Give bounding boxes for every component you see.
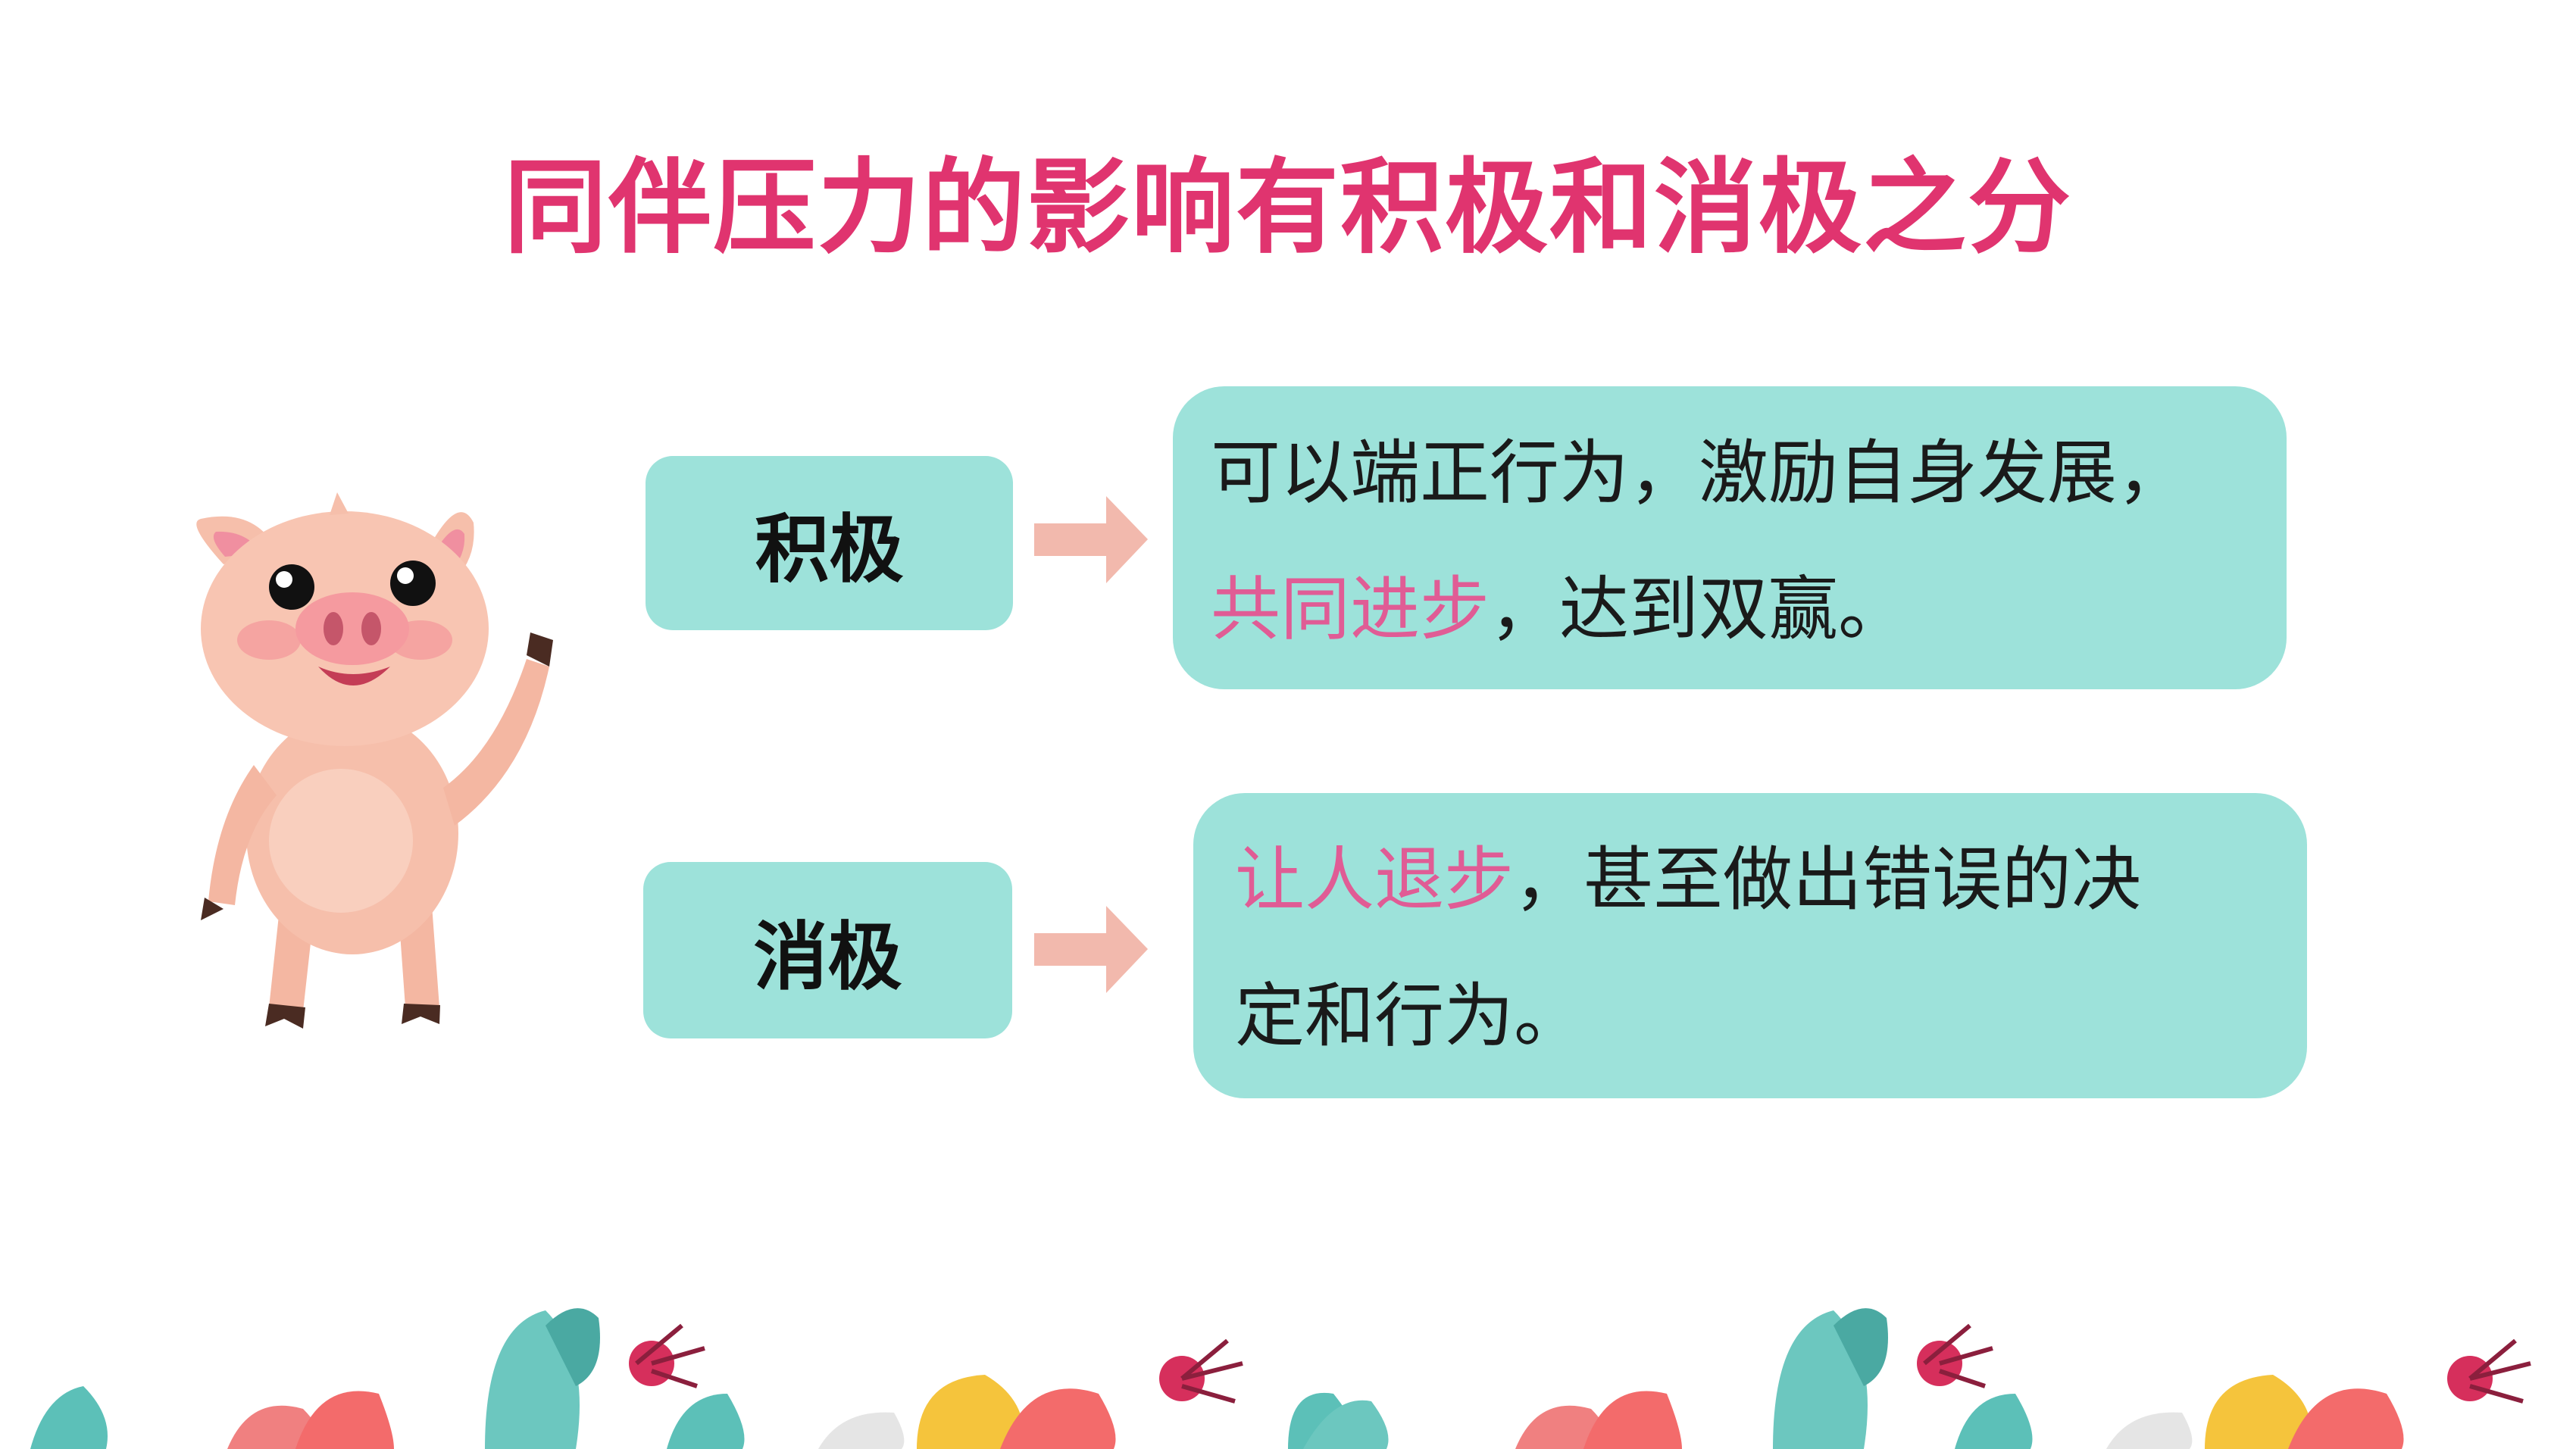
positive-description-box: 可以端正行为，激励自身发展， 共同进步，达到双赢。 <box>1173 386 2287 689</box>
positive-description-rest: ，达到双赢。 <box>1490 569 1909 650</box>
right-arrow-icon <box>1034 906 1148 993</box>
flower-border-decoration <box>30 1308 2531 1449</box>
negative-description-line1: 让人退步，甚至做出错误的决 <box>1235 812 2277 948</box>
positive-description-line2: 共同进步，达到双赢。 <box>1211 542 2256 678</box>
pig-mascot-illustration <box>196 492 553 1029</box>
right-arrow-icon <box>1034 496 1148 583</box>
positive-highlight: 共同进步 <box>1211 569 1490 650</box>
page-title: 同伴压力的影响有积极和消极之分 <box>504 148 2072 268</box>
negative-highlight: 让人退步 <box>1235 839 1515 920</box>
negative-description-line2: 定和行为。 <box>1235 976 1584 1057</box>
negative-description-rest: ，甚至做出错误的决 <box>1514 839 2142 920</box>
negative-description-box: 让人退步，甚至做出错误的决 定和行为。 <box>1193 793 2307 1098</box>
positive-description-line1: 可以端正行为，激励自身发展， <box>1211 433 2187 514</box>
positive-label-box: 积极 <box>646 456 1013 630</box>
negative-label-box: 消极 <box>643 862 1012 1038</box>
